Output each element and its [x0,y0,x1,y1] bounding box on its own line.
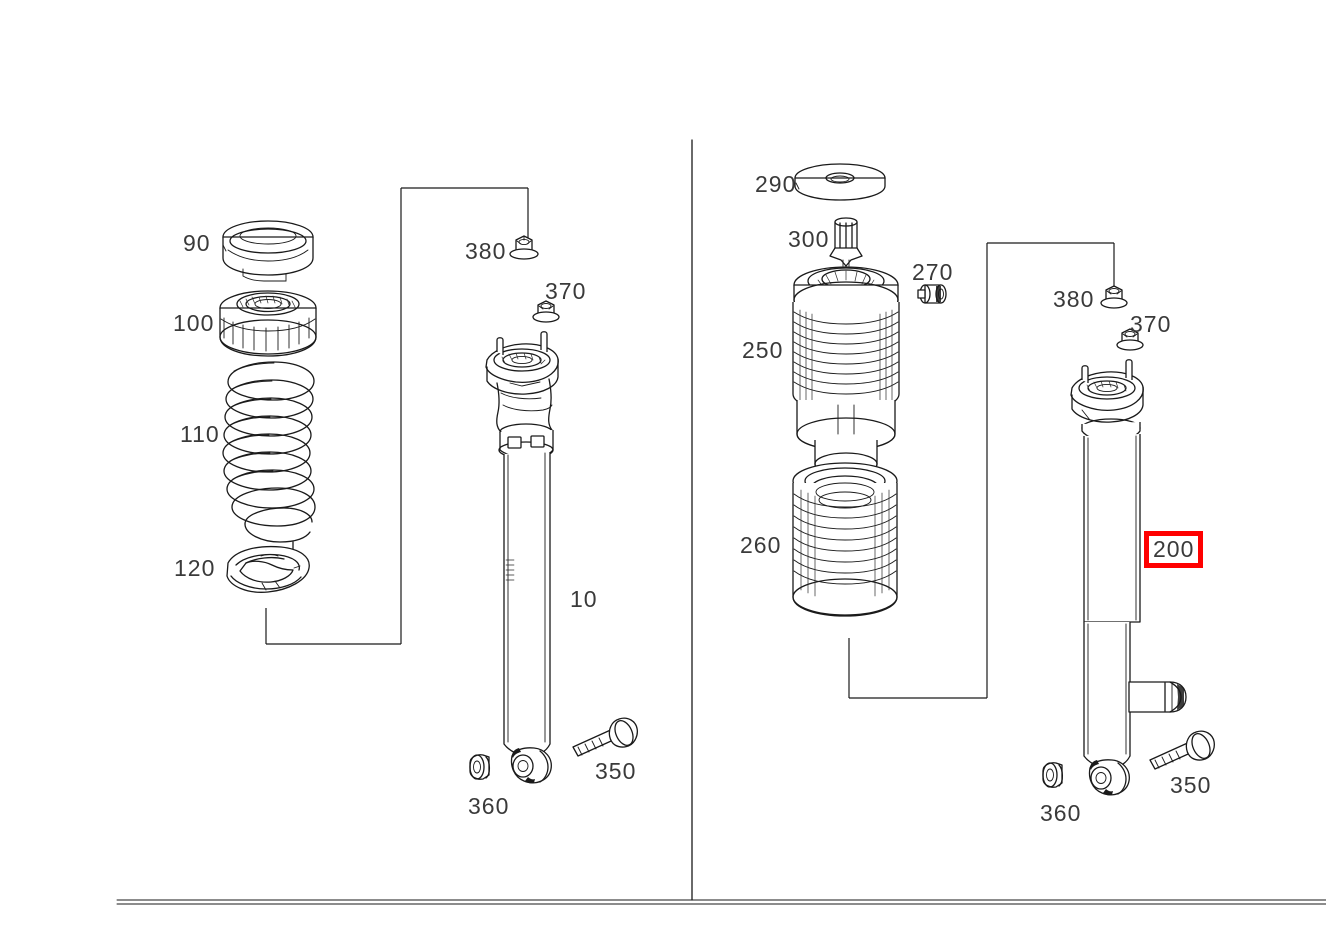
left-assembly-bracket [265,187,529,645]
callout-370-right: 370 [1130,311,1172,337]
callout-380-left: 380 [465,238,507,264]
part-200-air-strut-assembly [1070,359,1187,796]
callout-380-right: 380 [1053,286,1095,312]
part-120-lower-spring-pad [226,545,310,593]
part-380-nut-right [1100,285,1128,309]
callout-250: 250 [742,337,784,363]
part-250-air-spring-upper [792,266,900,508]
callout-110: 110 [180,421,220,447]
callout-120: 120 [174,555,216,581]
part-270-bushing-sleeve [917,284,947,304]
callout-200-highlighted[interactable]: 200 [1144,531,1204,568]
part-350-bolt-left [572,717,638,757]
callout-350-right: 350 [1170,772,1212,798]
callout-290: 290 [755,171,797,197]
callout-360-left: 360 [468,793,510,819]
part-90-strut-mount-cap [222,220,314,282]
part-360-collar-nut-right [1042,762,1064,788]
callout-260: 260 [740,532,782,558]
callout-350-left: 350 [595,758,637,784]
part-380-nut-left [509,235,539,260]
part-10-shock-absorber [485,331,559,784]
callout-100: 100 [173,310,215,336]
part-110-coil-spring [222,361,316,577]
part-300-bump-stop [829,217,863,267]
part-260-air-spring-bellows [792,462,898,617]
right-assembly-bracket [848,242,1115,699]
callout-370-left: 370 [545,278,587,304]
part-290-washer-plate [794,163,886,201]
callout-300: 300 [788,226,830,252]
part-100-upper-spring-seat [219,290,317,357]
part-360-collar-nut-left [469,754,491,780]
part-370-nut-right [1116,328,1144,351]
callout-90: 90 [183,230,211,256]
part-370-nut-left [532,300,560,323]
callout-360-right: 360 [1040,800,1082,826]
callout-10: 10 [570,586,598,612]
part-350-bolt-right [1149,730,1215,770]
callout-270: 270 [912,259,954,285]
footer-rule [116,899,1326,905]
